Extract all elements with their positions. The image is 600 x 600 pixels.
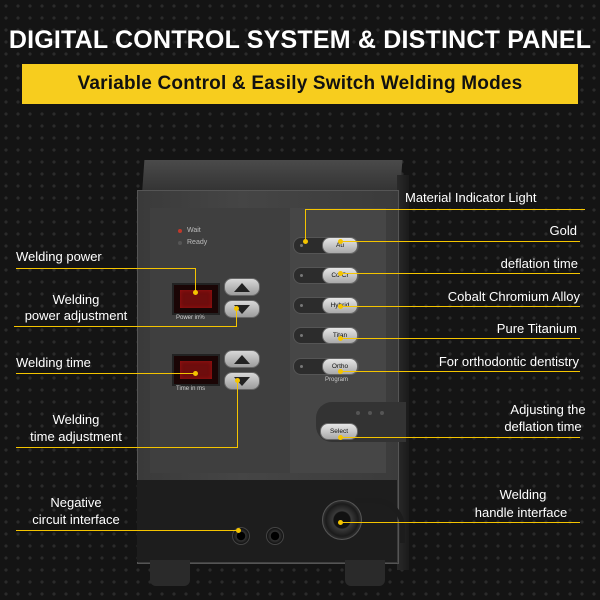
arrow-down-icon bbox=[234, 304, 250, 314]
callout-power-adjustment-line2: power adjustment bbox=[24, 308, 128, 323]
ready-label: Ready bbox=[187, 239, 208, 246]
page-headline: DIGITAL CONTROL SYSTEM & DISTINCT PANEL bbox=[8, 26, 592, 54]
power-display-label: Power in% bbox=[176, 315, 205, 321]
control-panel-left bbox=[150, 208, 310, 473]
arrow-up-icon bbox=[234, 354, 250, 364]
callout-time-adjustment-line2: time adjustment bbox=[30, 429, 122, 444]
ready-indicator: Ready bbox=[178, 239, 207, 246]
time-up-button[interactable] bbox=[224, 350, 260, 368]
callout-material-indicator: Material Indicator Light bbox=[405, 190, 537, 205]
callout-adjusting-line1: Adjusting the bbox=[510, 402, 586, 417]
machine-foot-left bbox=[150, 560, 190, 586]
callout-gold: Gold bbox=[549, 223, 577, 238]
deflation-led-icon bbox=[356, 411, 360, 415]
power-display bbox=[172, 283, 220, 315]
callout-deflation-time: deflation time bbox=[500, 256, 578, 271]
deflation-led-icon bbox=[380, 411, 384, 415]
callout-handle-line2: handle interface bbox=[474, 505, 568, 520]
callout-ortho: For orthodontic dentistry bbox=[438, 354, 579, 369]
callout-negative-line2: circuit interface bbox=[32, 512, 120, 527]
subtitle-banner: Variable Control & Easily Switch Welding… bbox=[22, 64, 578, 104]
mode-button-ortho[interactable]: Ortho bbox=[322, 358, 358, 375]
callout-adjusting-line2: deflation time bbox=[504, 419, 582, 434]
wait-label: Wait bbox=[187, 227, 201, 234]
time-down-button[interactable] bbox=[224, 372, 260, 390]
callout-welding-power: Welding power bbox=[16, 249, 102, 264]
arrow-down-icon bbox=[234, 376, 250, 386]
positive-jack-icon bbox=[266, 527, 284, 545]
banner-text: Variable Control & Easily Switch Welding… bbox=[77, 73, 523, 94]
callout-cobalt: Cobalt Chromium Alloy bbox=[447, 289, 580, 304]
hose-icon bbox=[355, 498, 405, 543]
callout-power-adjustment-line1: Welding bbox=[52, 292, 100, 307]
machine-foot-right bbox=[345, 560, 385, 586]
time-display-label: Time in ms bbox=[176, 386, 206, 392]
ready-led-icon bbox=[178, 240, 182, 245]
callout-time-adjustment-line1: Welding bbox=[52, 412, 100, 427]
wait-led-icon bbox=[178, 228, 182, 233]
deflation-led-icon bbox=[368, 411, 372, 415]
arrow-up-icon bbox=[234, 282, 250, 292]
callout-welding-time: Welding time bbox=[16, 355, 91, 370]
power-down-button[interactable] bbox=[224, 300, 260, 318]
callout-handle-line1: Welding bbox=[499, 487, 547, 502]
callout-titanium: Pure Titanium bbox=[496, 321, 577, 336]
program-label: Program bbox=[325, 377, 349, 383]
power-up-button[interactable] bbox=[224, 278, 260, 296]
callout-negative-line1: Negative bbox=[50, 495, 102, 510]
time-display bbox=[172, 354, 220, 386]
wait-indicator: Wait bbox=[178, 227, 201, 234]
mode-button-titan[interactable]: Titan bbox=[322, 327, 358, 344]
